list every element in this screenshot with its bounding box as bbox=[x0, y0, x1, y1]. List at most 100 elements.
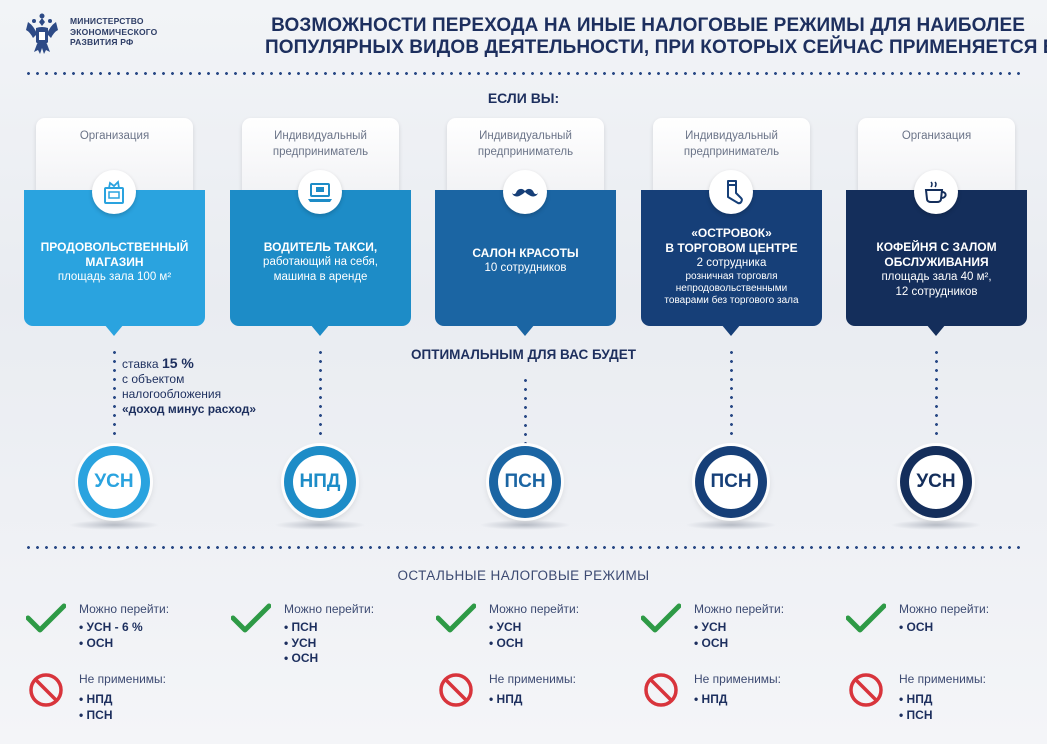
business-note: непродовольственными bbox=[675, 283, 788, 294]
card-pointer bbox=[721, 324, 741, 336]
business-title: МАГАЗИН bbox=[85, 255, 144, 269]
dotted-connector bbox=[113, 348, 116, 440]
regime-option: НПД bbox=[694, 691, 728, 707]
dotted-connector bbox=[524, 376, 527, 444]
grocery-bag-icon bbox=[92, 170, 136, 214]
regime-option: УСН bbox=[694, 620, 728, 636]
business-detail: площадь зала 40 м², bbox=[881, 271, 992, 283]
entity-type-line: Организация bbox=[901, 130, 972, 142]
regime-option: ОСН bbox=[899, 620, 934, 636]
ministry-name: МИНИСТЕРСТВО ЭКОНОМИЧЕСКОГО РАЗВИТИЯ РФ bbox=[70, 16, 158, 48]
regime-option: УСН - 6 % bbox=[79, 620, 143, 636]
card-pointer bbox=[104, 324, 124, 336]
if-you-heading: ЕСЛИ ВЫ: bbox=[487, 90, 560, 106]
can-switch-label: Можно перейти: bbox=[79, 602, 170, 616]
regime-option: НПД bbox=[79, 691, 113, 707]
regime-option: ПСН bbox=[79, 707, 113, 723]
regime-label: УСН bbox=[909, 455, 963, 509]
can-switch-list: УСНОСН bbox=[489, 620, 524, 651]
regime-label: УСН bbox=[87, 455, 141, 509]
regime-badge: УСН bbox=[900, 446, 972, 518]
dotted-connector bbox=[730, 348, 733, 440]
regime-option: УСН bbox=[489, 620, 523, 636]
regime-label: ПСН bbox=[498, 455, 552, 509]
coffee-cup-icon bbox=[914, 170, 958, 214]
business-detail: 10 сотрудников bbox=[484, 262, 567, 274]
rate-line: с объектом bbox=[122, 372, 185, 386]
dotted-connector bbox=[935, 348, 938, 440]
card-pointer bbox=[515, 324, 535, 336]
can-switch-label: Можно перейти: bbox=[284, 602, 375, 616]
regime-option: ПСН bbox=[899, 707, 933, 723]
page-title-line: ПОПУЛЯРНЫХ ВИДОВ ДЕЯТЕЛЬНОСТИ, ПРИ КОТОР… bbox=[265, 37, 1047, 58]
not-applicable-label: Не применимы: bbox=[899, 672, 987, 686]
business-text: ВОДИТЕЛЬ ТАКСИ, работающий на себя, машина… bbox=[236, 240, 405, 285]
regime-badge: ПСН bbox=[695, 446, 767, 518]
entity-type-line: Организация bbox=[79, 130, 150, 142]
regime-option: НПД bbox=[489, 691, 523, 707]
other-regimes-column: Можно перейти: УСН - 6 %ОСН Не применимы: Н… bbox=[26, 600, 216, 740]
business-detail: машина в аренде bbox=[273, 271, 368, 283]
not-applicable-list: НПД bbox=[694, 691, 728, 707]
business-detail: 12 сотрудников bbox=[895, 286, 978, 298]
usn-rate-note: ставка 15 % с объектом налогообложения «… bbox=[122, 356, 256, 417]
can-switch-label: Можно перейти: bbox=[694, 602, 785, 616]
can-switch-list: УСНОСН bbox=[694, 620, 729, 651]
can-switch-list: УСН - 6 %ОСН bbox=[79, 620, 143, 651]
mustache-icon bbox=[503, 170, 547, 214]
ministry-line: ЭКОНОМИЧЕСКОГО bbox=[70, 26, 158, 37]
regime-option: УСН bbox=[284, 636, 318, 652]
check-icon bbox=[436, 603, 476, 633]
other-regimes-column: Можно перейти:УСНОСННе применимы:НПД bbox=[436, 600, 626, 740]
other-regimes-column: Можно перейти: ПСНУСНОСН bbox=[231, 600, 421, 740]
entity-type-line: Индивидуальный bbox=[274, 130, 367, 142]
rate-line: налогообложения bbox=[122, 387, 222, 401]
header: МИНИСТЕРСТВО ЭКОНОМИЧЕСКОГО РАЗВИТИЯ РФ … bbox=[0, 0, 1047, 70]
business-title: В ТОРГОВОМ ЦЕНТРЕ bbox=[665, 241, 798, 255]
business-title: КОФЕЙНЯ С ЗАЛОМ bbox=[876, 240, 997, 254]
page-title-line: ВОЗМОЖНОСТИ ПЕРЕХОДА НА ИНЫЕ НАЛОГОВЫЕ Р… bbox=[271, 15, 1025, 36]
sock-icon bbox=[709, 170, 753, 214]
optimal-heading: ОПТИМАЛЬНЫМ ДЛЯ ВАС БУДЕТ bbox=[411, 347, 636, 362]
coat-of-arms-icon bbox=[26, 13, 58, 54]
badge-shadow bbox=[479, 520, 571, 530]
card-pointer bbox=[310, 324, 330, 336]
entity-type-line: Индивидуальный bbox=[479, 130, 572, 142]
regime-badge: УСН bbox=[78, 446, 150, 518]
regime-option: ОСН bbox=[79, 636, 143, 652]
business-title: «ОСТРОВОК» bbox=[691, 226, 772, 240]
entity-type-line: предприниматель bbox=[477, 146, 574, 158]
dotted-divider bbox=[24, 72, 1024, 75]
not-applicable-label: Не применимы: bbox=[79, 672, 167, 686]
business-title: ВОДИТЕЛЬ ТАКСИ, bbox=[263, 240, 378, 254]
dotted-connector bbox=[319, 348, 322, 440]
can-switch-label: Можно перейти: bbox=[489, 602, 580, 616]
check-icon bbox=[641, 603, 681, 633]
badge-shadow bbox=[274, 520, 366, 530]
regime-option: НПД bbox=[899, 691, 933, 707]
check-icon bbox=[231, 603, 271, 633]
can-switch-list: ОСН bbox=[899, 620, 934, 636]
ministry-line: РАЗВИТИЯ РФ bbox=[70, 37, 134, 47]
regime-option: ПСН bbox=[284, 620, 318, 636]
badge-shadow bbox=[685, 520, 777, 530]
badge-shadow bbox=[890, 520, 982, 530]
regime-label: ПСН bbox=[704, 455, 758, 509]
card-pointer bbox=[926, 324, 946, 336]
prohibited-icon bbox=[439, 673, 473, 707]
can-switch-list: ПСНУСНОСН bbox=[284, 620, 319, 667]
other-regimes-column: Можно перейти:УСНОСННе применимы:НПД bbox=[641, 600, 831, 740]
prohibited-icon bbox=[644, 673, 678, 707]
entity-type-line: Индивидуальный bbox=[685, 130, 778, 142]
business-detail: площадь зала 100 м² bbox=[57, 271, 172, 283]
business-detail: работающий на себя, bbox=[263, 256, 378, 268]
